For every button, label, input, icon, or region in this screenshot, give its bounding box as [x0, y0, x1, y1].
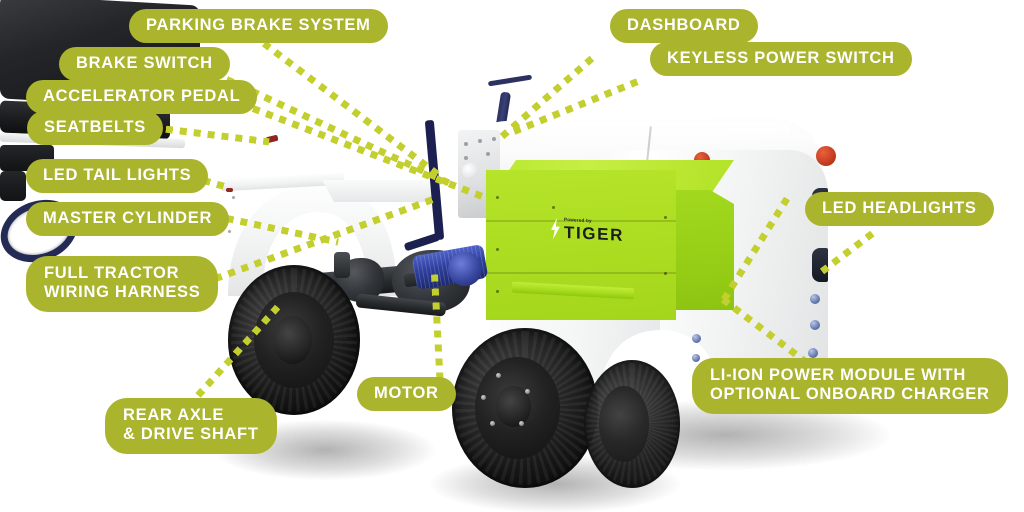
rear-tail-light — [226, 188, 233, 192]
bracket-round-cap — [462, 163, 478, 179]
battery-module-side-face — [676, 190, 734, 310]
battery-screw-2 — [552, 206, 555, 209]
battery-screw-3 — [664, 216, 667, 219]
callout-keyless-power-switch[interactable]: KEYLESS POWER SWITCH — [650, 42, 912, 77]
bracket-hole-3 — [492, 137, 496, 141]
body-bolt-5 — [692, 354, 700, 362]
bracket-hole-2 — [478, 139, 482, 143]
rear-tire — [228, 265, 360, 415]
fender-rivet-2 — [228, 230, 231, 233]
motor-end-cap — [448, 252, 482, 286]
hood-highlight — [490, 122, 790, 142]
seat-support-bracket — [0, 171, 26, 201]
callout-led-tail-lights[interactable]: LED TAIL LIGHTS — [26, 159, 209, 194]
battery-screw-5 — [664, 272, 667, 275]
battery-seam-lower — [486, 272, 676, 274]
callout-li-ion-power-module[interactable]: LI-ION POWER MODULE WITH OPTIONAL ONBOAR… — [692, 358, 1008, 414]
rear-right-tire — [584, 360, 680, 488]
callout-rear-axle-drive-shaft[interactable]: REAR AXLE & DRIVE SHAFT — [105, 398, 277, 454]
callout-seatbelts[interactable]: SEATBELTS — [27, 111, 163, 146]
callout-accelerator-pedal[interactable]: ACCELERATOR PEDAL — [26, 80, 258, 115]
bracket-hole-1 — [464, 142, 468, 146]
front-tire — [452, 328, 598, 488]
lightning-bolt-icon — [549, 217, 562, 240]
front-marker-light — [816, 146, 836, 166]
battery-screw-4 — [496, 248, 499, 251]
body-bolt-4 — [692, 334, 701, 343]
front-wheel-lug-1 — [495, 372, 501, 378]
front-wheel-lug-5 — [481, 395, 487, 401]
seatbelt-buckle — [265, 134, 279, 144]
battery-screw-6 — [496, 290, 499, 293]
steering-wheel-spoke — [487, 74, 533, 87]
callout-dashboard[interactable]: DASHBOARD — [610, 9, 758, 44]
front-wheel-hub — [495, 385, 531, 428]
callout-led-headlights[interactable]: LED HEADLIGHTS — [805, 192, 994, 227]
callout-master-cylinder[interactable]: MASTER CYLINDER — [26, 202, 230, 237]
body-bolt-3 — [808, 348, 818, 358]
callout-full-tractor-wiring-harness[interactable]: FULL TRACTOR WIRING HARNESS — [26, 256, 219, 312]
body-bolt-2 — [810, 320, 820, 330]
seat-under-shroud — [322, 180, 440, 202]
fender-rivet-1 — [232, 196, 235, 199]
front-wheel-lug-2 — [525, 388, 530, 394]
master-cylinder — [334, 252, 350, 278]
callout-brake-switch[interactable]: BRAKE SWITCH — [59, 47, 230, 82]
bracket-hole-4 — [464, 156, 468, 160]
battery-module-front-face — [486, 170, 676, 320]
bracket-hole-5 — [486, 152, 490, 156]
body-bolt-1 — [810, 294, 820, 304]
callout-motor[interactable]: MOTOR — [357, 377, 456, 412]
callout-parking-brake-system[interactable]: PARKING BRAKE SYSTEM — [129, 9, 388, 44]
front-wheel-lug-3 — [519, 420, 525, 426]
battery-screw-1 — [496, 196, 499, 199]
tiger-brand-logo: Powered by TIGER — [549, 217, 624, 245]
brand-name: TIGER — [564, 222, 624, 245]
front-wheel-lug-4 — [489, 420, 495, 426]
wiring-harness-loom — [403, 232, 441, 252]
battery-seam-upper — [486, 220, 676, 222]
led-headlight-lower — [812, 248, 828, 282]
rear-right-wheel-rim — [599, 385, 650, 463]
